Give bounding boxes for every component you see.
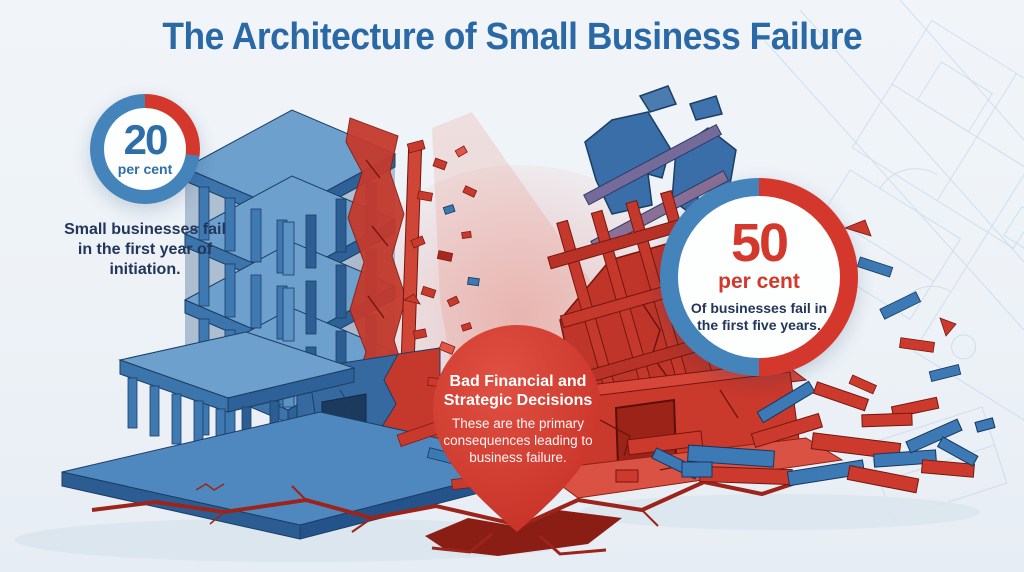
stat-first-year-ring: 20 per cent: [90, 94, 200, 204]
debris-left: [396, 139, 485, 490]
stat-five-years-value: 50: [730, 213, 789, 274]
stat-first-year-caption: Small businesses fail in the first year …: [64, 221, 226, 278]
debris-right: [843, 219, 962, 395]
header: The Architecture of Small Business Failu…: [0, 16, 1024, 59]
callout-heading: Bad Financial and Strategic Decisions: [443, 373, 593, 410]
page-title: The Architecture of Small Business Failu…: [162, 16, 862, 58]
stat-five-years-caption: Of businesses fail in the first five yea…: [690, 299, 828, 334]
stat-first-year-ring-inner: 20 per cent: [104, 108, 186, 190]
rubble-pile: [615, 380, 996, 494]
location-pin-icon: [433, 325, 601, 532]
stat-five-years-ring-inner: 50 per cent Of businesses fail in the fi…: [678, 196, 840, 358]
stat-first-year-value: 20: [123, 116, 169, 164]
stat-five-years-unit: per cent: [718, 269, 800, 293]
stat-five-years: 50 per cent Of businesses fail in the fi…: [660, 178, 858, 376]
stat-first-year-unit: per cent: [117, 160, 173, 177]
stat-first-year: 20 per cent Small businesses fail in the…: [50, 94, 240, 280]
callout-body: These are the primary consequences leadi…: [443, 416, 593, 466]
callout: Bad Financial and Strategic Decisions Th…: [436, 372, 600, 467]
blueprint-background: [754, 0, 1024, 521]
stat-five-years-ring: 50 per cent Of businesses fail in the fi…: [660, 178, 858, 376]
left-building-illustration: [61, 109, 546, 540]
